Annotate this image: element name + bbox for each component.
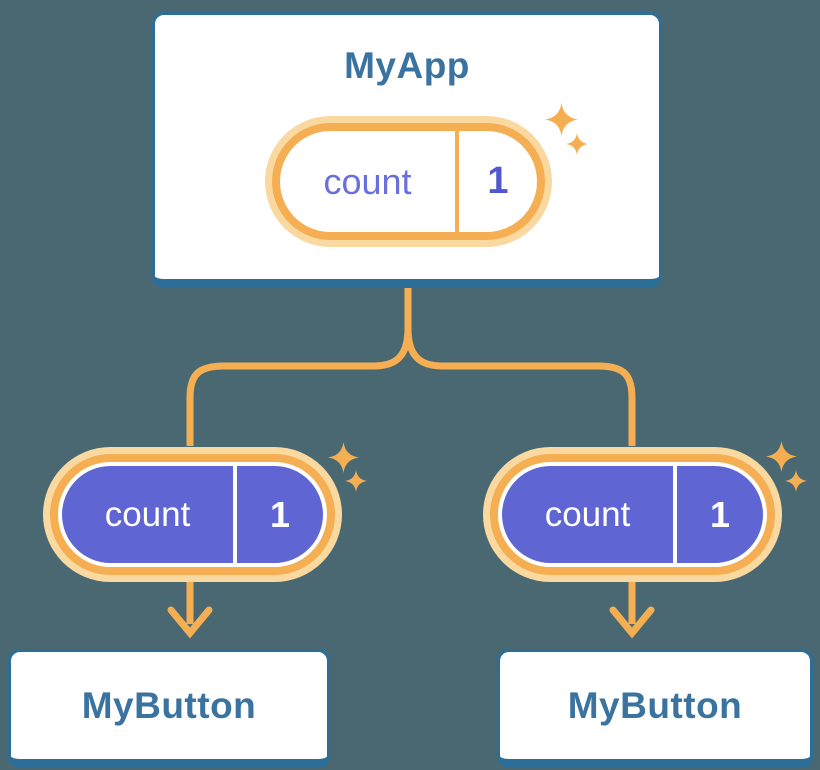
right-child-state-pill: count 1 (498, 462, 767, 567)
left-state-name: count (104, 494, 191, 534)
left-state-value: 1 (269, 493, 291, 535)
right-state-name: count (544, 494, 631, 534)
mybutton-title-left: MyButton (81, 684, 257, 726)
sparkle-icon (345, 470, 367, 492)
sparkle-icon (328, 442, 359, 473)
branch-right-line (404, 327, 636, 446)
sparkle-icon (785, 470, 807, 492)
mybutton-card-left: MyButton (8, 649, 330, 768)
pill-divider (455, 131, 459, 232)
arrow-right-head (609, 606, 655, 639)
mybutton-title-right: MyButton (567, 684, 743, 726)
sparkle-icon (566, 133, 588, 155)
branch-left-line (186, 327, 412, 446)
root-state-pill: count 1 (272, 123, 545, 240)
arrow-left-head (167, 606, 213, 639)
root-state-name: count (323, 160, 412, 202)
myapp-title: MyApp (344, 45, 470, 86)
pill-divider (673, 466, 677, 563)
left-child-state-pill: count 1 (58, 462, 327, 567)
sparkle-icon (545, 103, 578, 136)
root-state-value: 1 (487, 160, 509, 202)
pill-divider (233, 466, 237, 563)
right-state-value: 1 (709, 493, 731, 535)
mybutton-card-right: MyButton (497, 649, 813, 768)
sparkle-icon (766, 441, 797, 472)
